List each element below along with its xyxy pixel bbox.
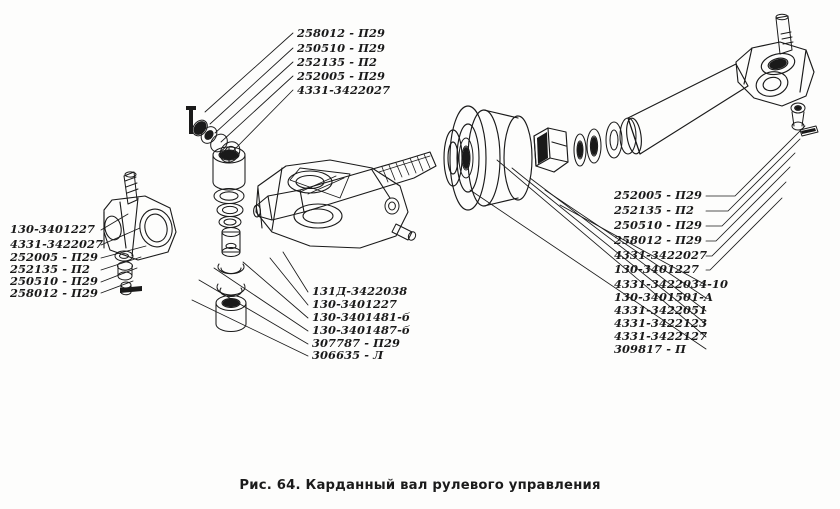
callout-label-right-2: 250510 - П29 — [614, 218, 703, 232]
top-leader-lines — [204, 32, 294, 153]
callout-label-top-2: 252135 - П2 — [297, 55, 378, 69]
top-bearing-fill — [193, 121, 214, 140]
callout-label-center-3: 130-3401487-б — [312, 323, 411, 337]
washer-fill — [577, 137, 598, 158]
hatch-pocket — [289, 167, 351, 199]
left-yoke-stud — [123, 171, 139, 205]
center-seal-rings-lower — [216, 263, 246, 298]
left-joint-outer-yoke — [255, 159, 409, 249]
callout-label-right-1: 252135 - П2 — [614, 203, 695, 217]
callout-label-left-5: 258012 - П29 — [10, 286, 99, 300]
splined-shaft — [253, 151, 437, 221]
callout-label-left-3: 252135 - П2 — [10, 262, 91, 276]
right-lower-leader-lines — [469, 159, 707, 350]
left-joint-yoke-boss — [384, 197, 400, 215]
callout-label-right-0: 252005 - П29 — [614, 188, 703, 202]
callout-label-center-0: 131Д-3422038 — [312, 284, 408, 298]
callout-label-right-11: 309817 - П — [614, 342, 686, 356]
hex-nut — [533, 127, 569, 173]
callout-label-right-9: 4331-3422123 — [614, 316, 708, 330]
right-grease-fitting — [790, 102, 819, 137]
right-joint-fill — [769, 58, 787, 70]
boot-inner-ring — [458, 137, 474, 179]
top-bearing-stack — [192, 119, 241, 163]
callout-label-center-1: 130-3401227 — [312, 297, 398, 311]
callout-label-left-2: 252005 - П29 — [10, 250, 99, 264]
callout-label-top-1: 250510 - П29 — [297, 41, 386, 55]
callout-label-top-4: 4331-3422027 — [297, 83, 391, 97]
nut-fill — [537, 132, 548, 164]
callout-label-center-4: 307787 - П29 — [312, 336, 401, 350]
callout-label-right-8: 4331-3422051 — [614, 303, 708, 317]
top-pin — [186, 106, 196, 134]
center-bearing-cup-bottom — [215, 294, 247, 332]
center-spider-hub — [221, 226, 241, 258]
boot-bellows — [443, 105, 533, 211]
center-leader-lines — [191, 251, 309, 357]
left-cross-pin — [120, 286, 142, 293]
callout-label-center-5: 306635 - Л — [312, 348, 384, 362]
right-fitting-fill — [795, 106, 816, 134]
center-seal-rings-upper — [213, 187, 245, 229]
right-leader-lines — [705, 125, 806, 271]
left-universal-joint — [103, 195, 177, 261]
callout-label-right-3: 258012 - П29 — [614, 233, 703, 247]
callout-label-right-6: 4331-3422034-10 — [614, 277, 728, 291]
right-universal-joint — [735, 41, 815, 107]
callout-label-left-1: 4331-3422027 — [10, 237, 104, 251]
callout-label-right-7: 130-3401501-А — [614, 290, 714, 304]
callout-label-top-3: 252005 - П29 — [297, 69, 386, 83]
washer-rings — [573, 117, 637, 167]
right-yoke-stud — [775, 13, 794, 55]
callout-label-left-0: 130-3401227 — [10, 222, 96, 236]
callout-label-right-4: 4331-3422027 — [614, 248, 708, 262]
shaft-splines — [378, 153, 431, 183]
right-tube-shaft — [626, 63, 749, 155]
figure-caption: Рис. 64. Карданный вал рулевого управлен… — [239, 478, 601, 493]
callout-label-top-0: 258012 - П29 — [297, 26, 386, 40]
callout-label-right-5: 130-3401227 — [614, 262, 700, 276]
boot-shadow — [462, 147, 470, 169]
callout-label-center-2: 130-3401481-б — [312, 310, 411, 324]
grease-nipple-left — [391, 223, 417, 241]
callout-label-right-10: 4331-3422127 — [614, 329, 708, 343]
callout-label-left-4: 250510 - П29 — [10, 274, 99, 288]
